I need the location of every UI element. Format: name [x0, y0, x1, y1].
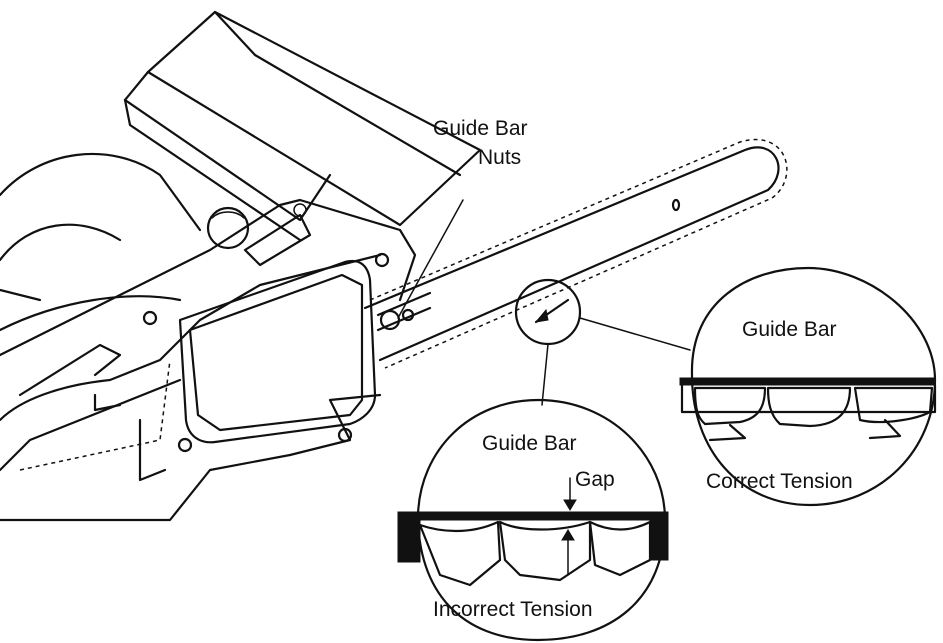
incorrect-tension-caption: Incorrect Tension	[433, 598, 593, 621]
motor-housing	[0, 152, 202, 332]
guide-bar	[363, 139, 788, 369]
chainsaw-body	[0, 198, 417, 522]
side-cover	[142, 252, 390, 453]
incorrect-tension-detail	[397, 398, 669, 642]
hand-guard	[123, 10, 482, 242]
correct-tension-detail	[679, 266, 937, 507]
correct-guide-bar-label: Guide Bar	[742, 318, 837, 341]
guide-bar-nuts-label-line1: Guide Bar	[433, 117, 528, 140]
guide-bar-nuts-label-line2: Nuts	[478, 146, 522, 169]
incorrect-guide-bar-label: Guide Bar	[482, 432, 577, 455]
gap-label: Gap	[575, 468, 615, 491]
correct-tension-caption: Correct Tension	[706, 470, 853, 493]
magnifier	[514, 278, 691, 406]
nuts-pointer	[397, 199, 464, 319]
